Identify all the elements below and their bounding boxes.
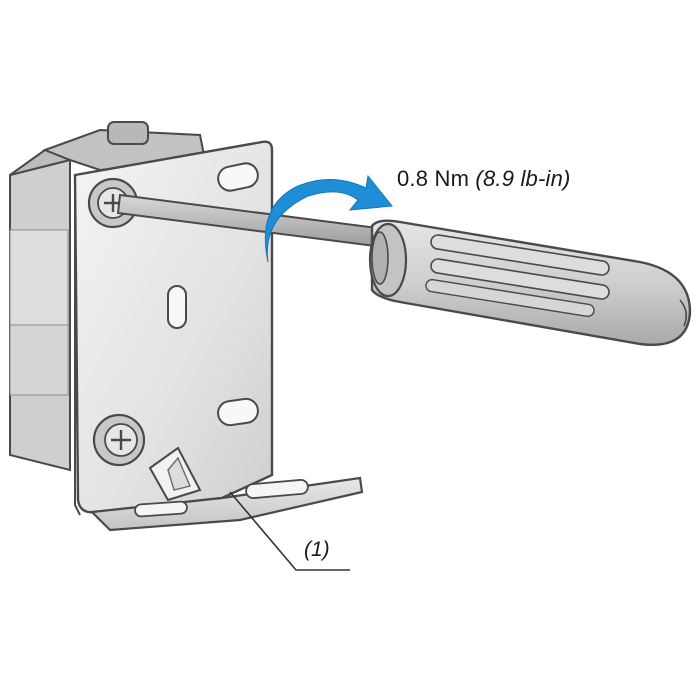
callout-label-1: (1) xyxy=(304,538,330,561)
lower-screw xyxy=(92,413,146,467)
bracket-slot-top xyxy=(217,162,259,192)
torque-value-label: 0.8 Nm (8.9 lb-in) xyxy=(397,166,571,192)
bracket-foot xyxy=(89,446,364,532)
tightening-direction-arrow-icon xyxy=(264,174,393,263)
bracket-slot-lower xyxy=(217,397,259,427)
bracket-slot-middle xyxy=(167,285,187,329)
callout-leader-line xyxy=(229,491,350,571)
torque-metric: 0.8 Nm xyxy=(397,166,470,191)
module-body xyxy=(9,139,101,472)
screwdriver-handle xyxy=(368,219,692,346)
torque-imperial: (8.9 lb-in) xyxy=(475,166,571,191)
